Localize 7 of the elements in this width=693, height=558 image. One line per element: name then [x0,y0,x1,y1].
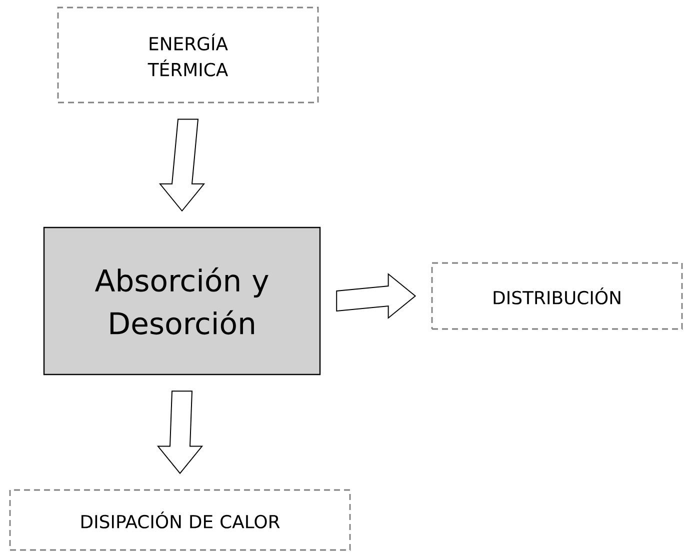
dashed-box: ENERGÍA TÉRMICA [57,6,319,104]
dashed-box: DISTRIBUCIÓN [431,262,683,330]
block-arrow [336,272,416,320]
block-arrow [158,118,206,212]
block-arrow [156,390,204,474]
process-box: Absorción y Desorción [43,226,321,376]
dashed-box: DISIPACIÓN DE CALOR [9,489,351,551]
